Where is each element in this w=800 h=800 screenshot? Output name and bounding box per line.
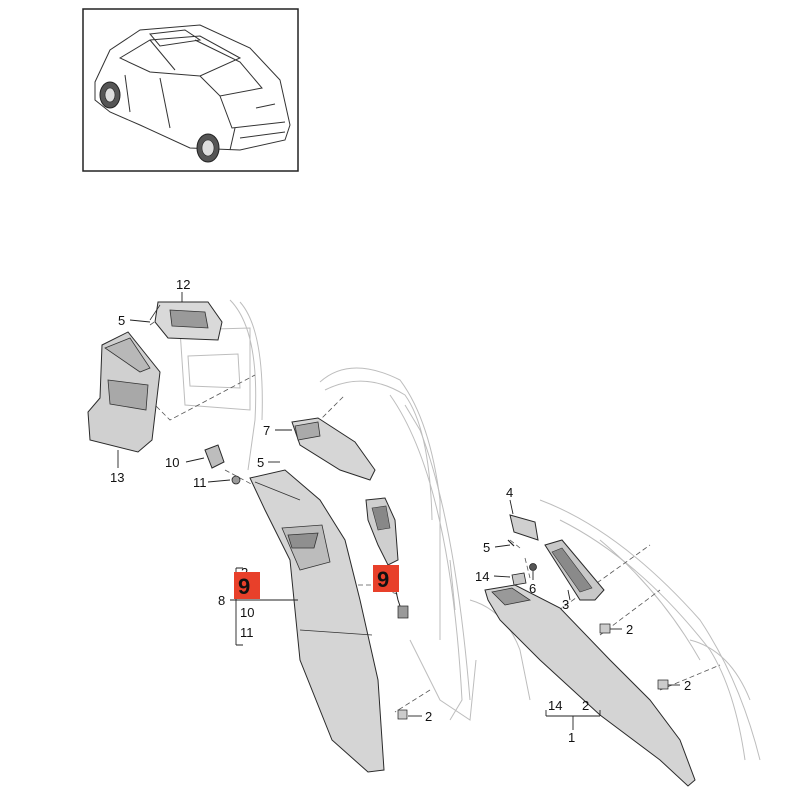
- callout-3: 3: [562, 597, 569, 612]
- highlight-badge-left[interactable]: 9: [234, 572, 260, 599]
- callout-2: 2: [425, 709, 432, 724]
- part-12-trim[interactable]: [149, 301, 223, 341]
- assembly-guide-lines: [144, 317, 721, 713]
- callout-10: 10: [240, 605, 254, 620]
- callout-1: 1: [568, 730, 575, 745]
- callout-2: 2: [684, 678, 691, 693]
- highlight-9: 9: [377, 567, 389, 592]
- callout-13: 13: [110, 470, 124, 485]
- callout-4: 4: [506, 485, 513, 500]
- part-14-clip[interactable]: [511, 572, 527, 586]
- callout-14: 14: [548, 698, 562, 713]
- part-2-clip-a[interactable]: [599, 623, 611, 634]
- callout-10: 10: [165, 455, 179, 470]
- callout-2: 2: [582, 698, 589, 713]
- part-4-clip[interactable]: [509, 514, 539, 541]
- callout-14: 14: [475, 569, 489, 584]
- body-outline-ghost: [179, 299, 761, 761]
- part-3-trim[interactable]: [544, 539, 605, 601]
- seat-belt-guide[interactable]: [365, 497, 409, 619]
- highlight-badge-right[interactable]: 9: [373, 565, 399, 592]
- callout-5: 5: [257, 455, 264, 470]
- highlight-9: 9: [238, 574, 250, 599]
- callouts: 12 5 13 7 5 10 11 2 8 10 11 4 5 14 6 3 2…: [110, 277, 691, 745]
- part-13-trim[interactable]: [87, 331, 161, 453]
- callout-12: 12: [176, 277, 190, 292]
- part-8-trim[interactable]: [249, 469, 385, 773]
- vehicle-thumbnail: [82, 8, 299, 172]
- part-2-clip-b[interactable]: [657, 679, 669, 690]
- callout-2: 2: [626, 622, 633, 637]
- part-11-screw[interactable]: [231, 475, 241, 485]
- part-10-clip[interactable]: [204, 444, 225, 469]
- callout-11: 11: [240, 625, 254, 640]
- part-6-screw[interactable]: [529, 563, 537, 571]
- callout-5: 5: [118, 313, 125, 328]
- callout-8: 8: [218, 593, 225, 608]
- callout-7: 7: [263, 423, 270, 438]
- callout-6: 6: [529, 581, 536, 596]
- part-7-trim[interactable]: [291, 417, 376, 481]
- part-1-trim[interactable]: [484, 584, 696, 787]
- callout-5: 5: [483, 540, 490, 555]
- callout-11: 11: [193, 475, 207, 490]
- part-2-clip-c[interactable]: [397, 709, 408, 720]
- part-5-pin[interactable]: [507, 539, 515, 547]
